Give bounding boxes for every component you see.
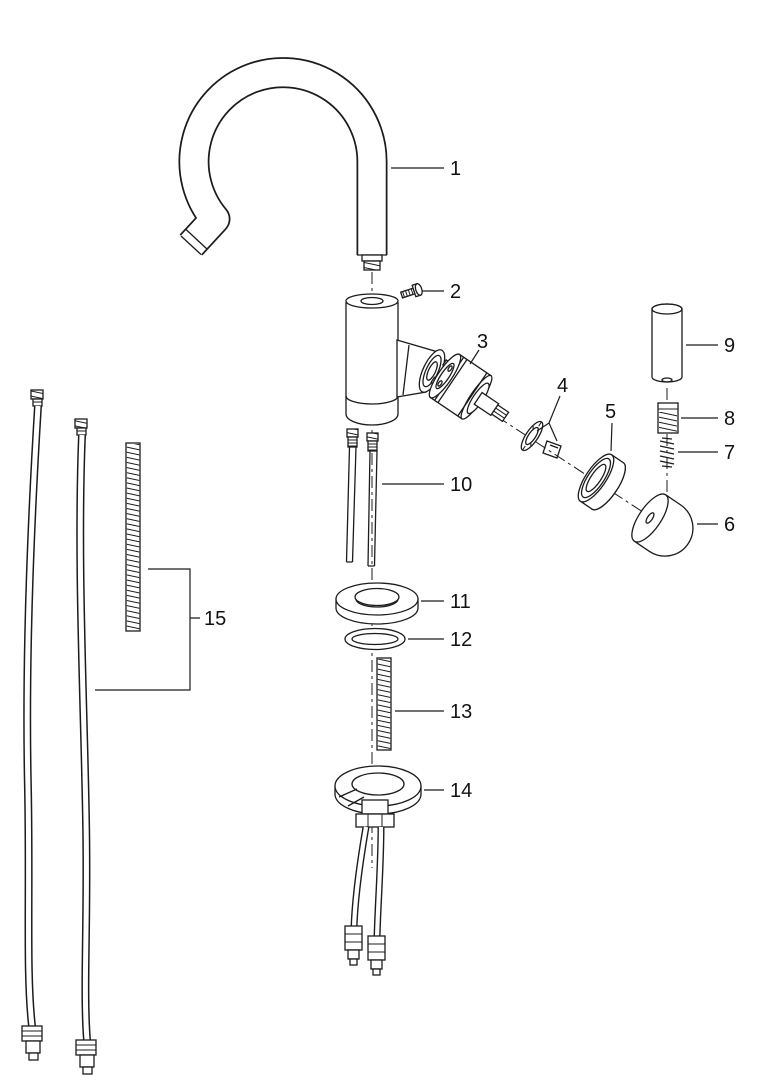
hose-left-a-bottom-nut — [21, 1025, 43, 1042]
part-8-adapter — [657, 402, 679, 434]
spout-aerator-seam — [185, 229, 208, 250]
part-15-supply-set — [21, 389, 141, 1075]
part-labels: 1 2 3 4 5 6 7 8 9 10 11 12 13 14 15 — [204, 158, 735, 802]
part-label-8: 8 — [724, 408, 735, 430]
part-14-mounting-set — [334, 765, 422, 976]
part-10-body — [345, 293, 446, 567]
part-label-11: 11 — [450, 591, 471, 613]
part-label-6: 6 — [724, 514, 735, 536]
part-2-screw — [399, 282, 423, 299]
hose-a-tube — [345, 446, 357, 563]
leader-3 — [469, 349, 480, 365]
part-1-spout — [178, 57, 388, 271]
hose-b-nut — [367, 935, 386, 961]
body-seam — [345, 395, 399, 405]
hose-a-nut — [344, 925, 363, 951]
part-label-4: 4 — [557, 375, 568, 397]
part-6-knob — [631, 493, 694, 557]
part-label-12: 12 — [450, 629, 472, 651]
part-label-7: 7 — [724, 442, 735, 464]
leader-5 — [610, 422, 613, 452]
spout-tip-cap — [180, 235, 202, 255]
part-label-2: 2 — [450, 281, 461, 303]
part-label-9: 9 — [724, 335, 735, 357]
cartridge-face — [428, 353, 462, 399]
hose-left-b-bottom-nut — [75, 1039, 97, 1056]
part-label-5: 5 — [605, 401, 616, 423]
part-11-base-ring — [335, 582, 419, 625]
part-label-10: 10 — [450, 474, 472, 496]
part-13-threaded-stud — [376, 657, 392, 751]
part-12-o-ring — [344, 627, 406, 651]
part-label-14: 14 — [450, 780, 472, 802]
part-3-cartridge — [428, 353, 510, 423]
leader-15-bracket — [95, 568, 200, 691]
part-5-retaining-nut — [577, 453, 626, 511]
retaining-clip — [542, 440, 562, 459]
part-9-sleeve — [651, 303, 683, 383]
part-label-15: 15 — [204, 608, 226, 630]
leader-4 — [536, 395, 561, 442]
mounting-fitting — [361, 799, 389, 815]
part-7-spring — [659, 437, 675, 468]
mounting-nut — [355, 813, 395, 828]
body-top-hole — [360, 296, 384, 306]
body-shell — [345, 302, 399, 426]
part-label-3: 3 — [477, 331, 488, 353]
branch-seam — [402, 344, 410, 396]
part-4-washer-and-clip — [520, 420, 562, 459]
spout-connector — [361, 254, 383, 262]
leader-lines — [95, 167, 718, 791]
part-label-1: 1 — [450, 158, 461, 180]
hose-b-tube — [367, 450, 378, 567]
part-label-13: 13 — [450, 701, 472, 723]
